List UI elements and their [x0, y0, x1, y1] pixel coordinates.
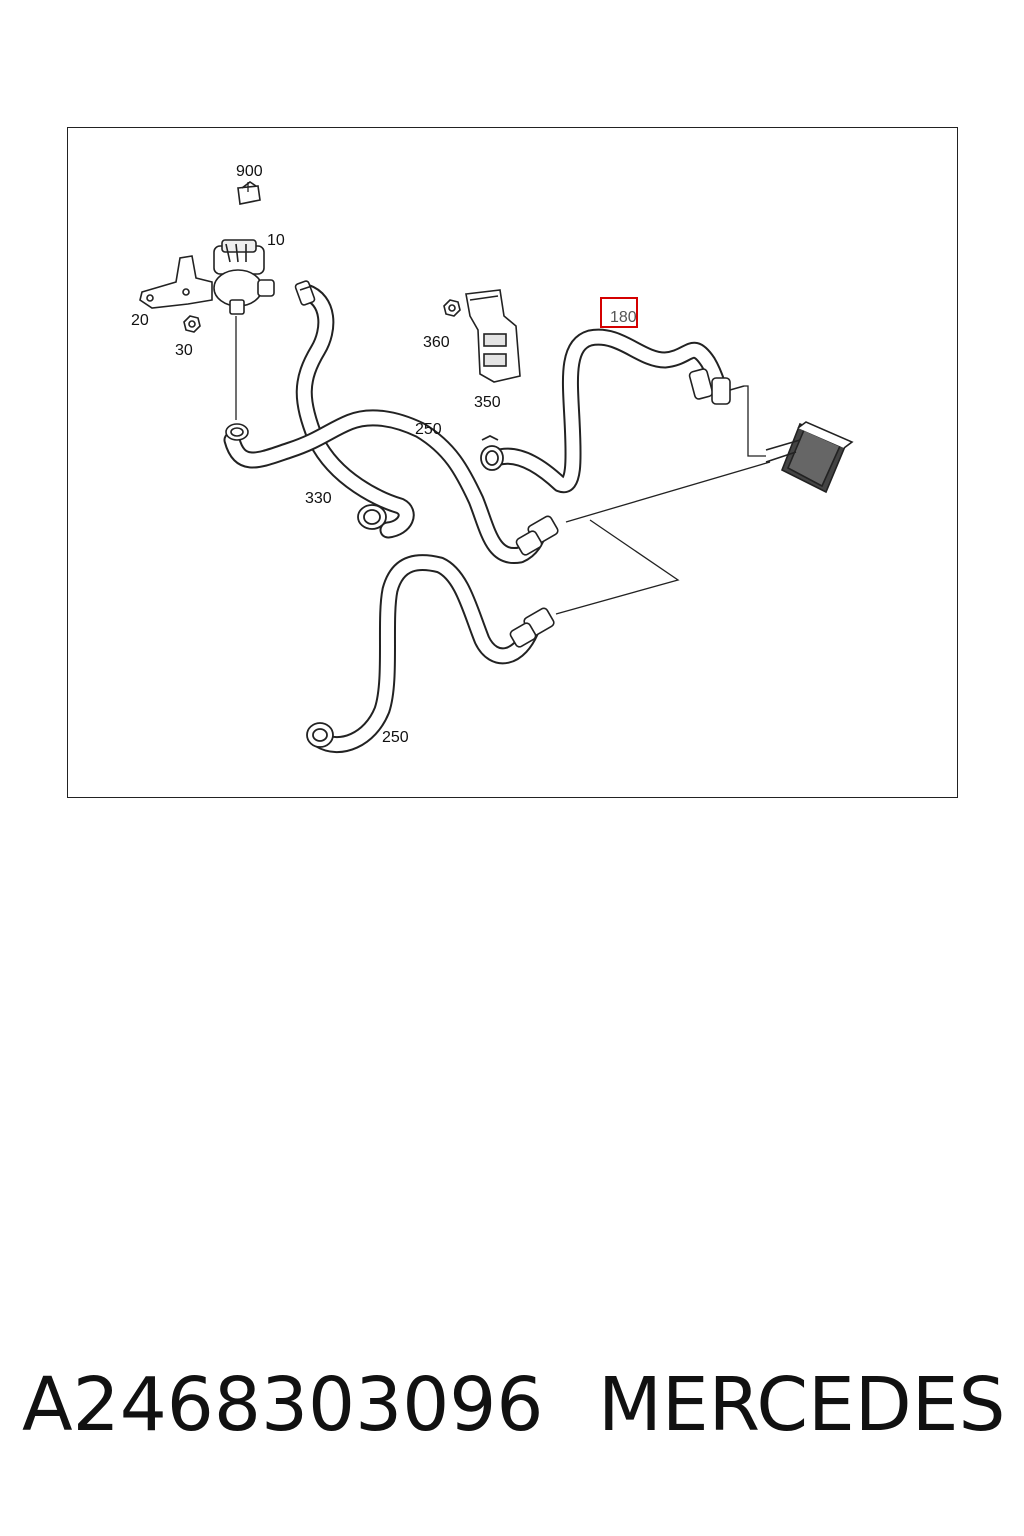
callout-350: 350: [474, 394, 501, 411]
part-number: A2468303096: [22, 1362, 544, 1448]
callout-250-upper: 250: [415, 421, 442, 438]
valve-bracket-350: [465, 289, 521, 383]
hose-fitting-180-end: [688, 368, 745, 405]
water-pump: [213, 239, 275, 315]
hose-fitting-250-lower-end: [509, 607, 555, 648]
hose-clamp-330: [357, 504, 387, 530]
brand-name: MERCEDES: [598, 1362, 1006, 1448]
callout-10: 10: [267, 232, 285, 249]
parts-diagram: 900 10 20 30 360 350 180 250 330 250: [131, 163, 854, 753]
nut-360: [443, 299, 461, 317]
connector-900: [237, 181, 261, 205]
callout-180: 180: [610, 309, 637, 326]
callout-180-highlight: [600, 297, 638, 328]
hose-fitting-250-upper-end: [515, 515, 559, 556]
hose-fitting-pump-outlet: [225, 423, 249, 441]
callout-30: 30: [175, 342, 193, 359]
heat-exchanger: [765, 421, 854, 494]
hose-250-lower: [311, 554, 541, 753]
hose-fitting-180-start: [480, 434, 504, 471]
pump-bracket: [139, 255, 213, 309]
hose-180: [487, 328, 729, 494]
hose-clamp-250-lower: [306, 722, 334, 748]
callout-20: 20: [131, 312, 149, 329]
hose-250-upper: [223, 409, 549, 564]
callout-330: 330: [305, 490, 332, 507]
callout-900: 900: [236, 163, 263, 180]
hose-fitting-top: [294, 280, 316, 306]
callout-250-lower: 250: [382, 729, 409, 746]
diagram-frame: [67, 127, 958, 798]
callout-360: 360: [423, 334, 450, 351]
leader-lines: [235, 182, 771, 615]
nut-30: [183, 315, 201, 333]
